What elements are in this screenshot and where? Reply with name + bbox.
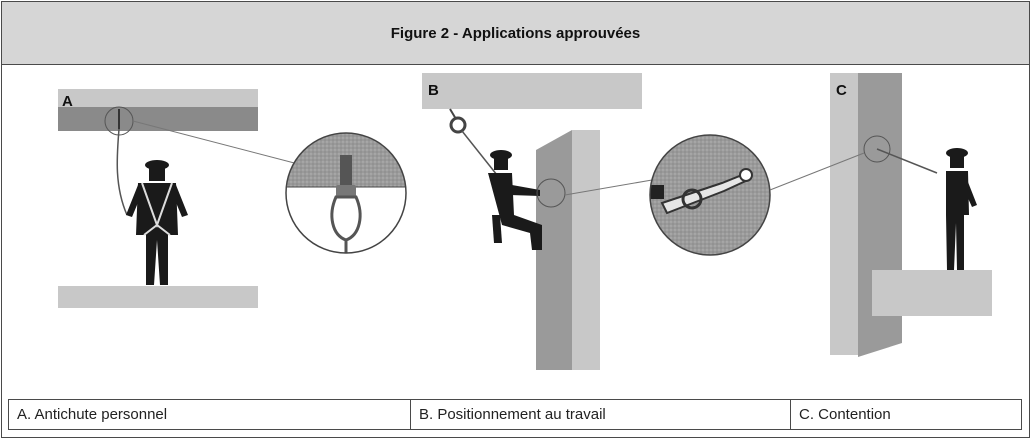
caption-a: A. Antichute personnel	[9, 400, 411, 429]
wall-b-front	[536, 130, 572, 370]
zoom-line-c	[769, 152, 865, 191]
rope-b	[461, 130, 498, 176]
figure-title: Figure 2 - Applications approuvées	[390, 24, 641, 42]
zoom-detail-a	[285, 132, 407, 254]
figure-header: Figure 2 - Applications approuvées	[2, 2, 1029, 65]
worker-c	[946, 148, 977, 270]
beam-b	[422, 73, 642, 109]
anchor-circle-c	[863, 135, 891, 163]
platform-c	[872, 270, 992, 316]
anchor-ring-b	[449, 116, 467, 134]
panel-c: C	[769, 73, 992, 357]
worker-a	[126, 160, 188, 285]
illustration: A	[58, 73, 992, 370]
caption-b: B. Positionnement au travail	[411, 400, 791, 429]
restraint-line	[876, 148, 938, 174]
panel-a: A	[58, 89, 407, 308]
wall-b-side	[572, 130, 600, 370]
lanyard	[116, 128, 128, 216]
panel-b: B	[422, 73, 771, 370]
caption-row: A. Antichute personnel B. Positionnement…	[8, 399, 1022, 430]
panel-letter-b: B	[428, 82, 439, 99]
wall-c-front	[830, 73, 858, 355]
panel-letter-c: C	[836, 82, 847, 99]
worker-b	[488, 150, 542, 250]
zoom-line-b	[564, 179, 653, 196]
ceiling-slab-light	[58, 89, 258, 107]
anchor-circle-b	[536, 178, 566, 208]
zoom-detail-b	[649, 134, 771, 256]
caption-c: C. Contention	[799, 406, 891, 423]
zoom-line	[132, 120, 303, 166]
panel-letter-a: A	[62, 93, 73, 110]
floor-slab	[58, 286, 258, 308]
